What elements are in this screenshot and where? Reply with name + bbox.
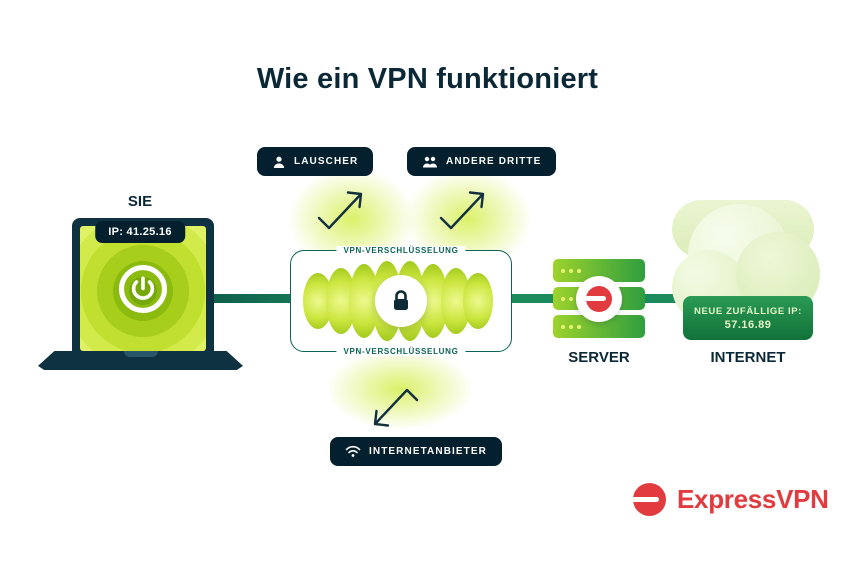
new-ip-caption: NEUE ZUFÄLLIGE IP: bbox=[694, 305, 802, 317]
server-bar bbox=[553, 315, 645, 338]
third-parties-label: ANDERE DRITTE bbox=[446, 156, 542, 167]
lock-badge bbox=[375, 275, 427, 327]
page-title: Wie ein VPN funktioniert bbox=[256, 63, 599, 95]
lock-icon bbox=[394, 290, 408, 310]
server-bar bbox=[553, 259, 645, 282]
wifi-icon bbox=[345, 445, 361, 457]
person-icon bbox=[273, 156, 285, 168]
arrow-down-left-icon bbox=[373, 388, 419, 427]
deflect-arrow-down bbox=[368, 386, 426, 443]
expressvpn-logo: ExpressVPN bbox=[633, 483, 829, 516]
expressvpn-mark-icon bbox=[586, 285, 612, 312]
server-leds bbox=[561, 324, 581, 329]
third-parties-badge: ANDERE DRITTE bbox=[407, 147, 557, 176]
laptop-screen bbox=[72, 218, 214, 351]
laptop-display bbox=[80, 226, 206, 351]
isp-badge: INTERNETANBIETER bbox=[330, 437, 502, 466]
you-label: SIE bbox=[127, 193, 153, 210]
tunnel-label-top: VPN-VERSCHLÜSSELUNG bbox=[336, 246, 466, 255]
new-ip-badge: NEUE ZUFÄLLIGE IP: 57.16.89 bbox=[683, 296, 813, 340]
expressvpn-wordmark: ExpressVPN bbox=[677, 484, 829, 514]
new-ip-value: 57.16.89 bbox=[724, 318, 772, 331]
your-ip-badge: IP: 41.25.16 bbox=[95, 221, 185, 243]
server-label: SERVER bbox=[568, 349, 630, 366]
power-icon bbox=[118, 264, 168, 313]
vpn-tunnel: VPN-VERSCHLÜSSELUNG VPN-VERSCHLÜSSELUNG bbox=[290, 246, 512, 356]
tunnel-ring bbox=[463, 273, 493, 329]
server-logo-badge bbox=[576, 275, 622, 322]
people-icon bbox=[423, 156, 437, 167]
eavesdropper-label: LAUSCHER bbox=[294, 156, 359, 167]
arrow-up-right-icon bbox=[439, 191, 485, 230]
tunnel-label-bottom: VPN-VERSCHLÜSSELUNG bbox=[336, 347, 466, 356]
expressvpn-icon bbox=[633, 483, 666, 516]
server-leds bbox=[561, 268, 581, 273]
laptop-base bbox=[38, 351, 243, 370]
isp-label: INTERNETANBIETER bbox=[369, 446, 487, 457]
deflect-arrow-left bbox=[312, 182, 370, 239]
vpn-server bbox=[553, 259, 645, 338]
eavesdropper-badge: LAUSCHER bbox=[257, 147, 374, 176]
internet-label: INTERNET bbox=[710, 349, 786, 366]
arrow-up-right-icon bbox=[317, 191, 363, 230]
deflect-arrow-right bbox=[434, 182, 492, 239]
glow-bottom bbox=[326, 348, 474, 430]
